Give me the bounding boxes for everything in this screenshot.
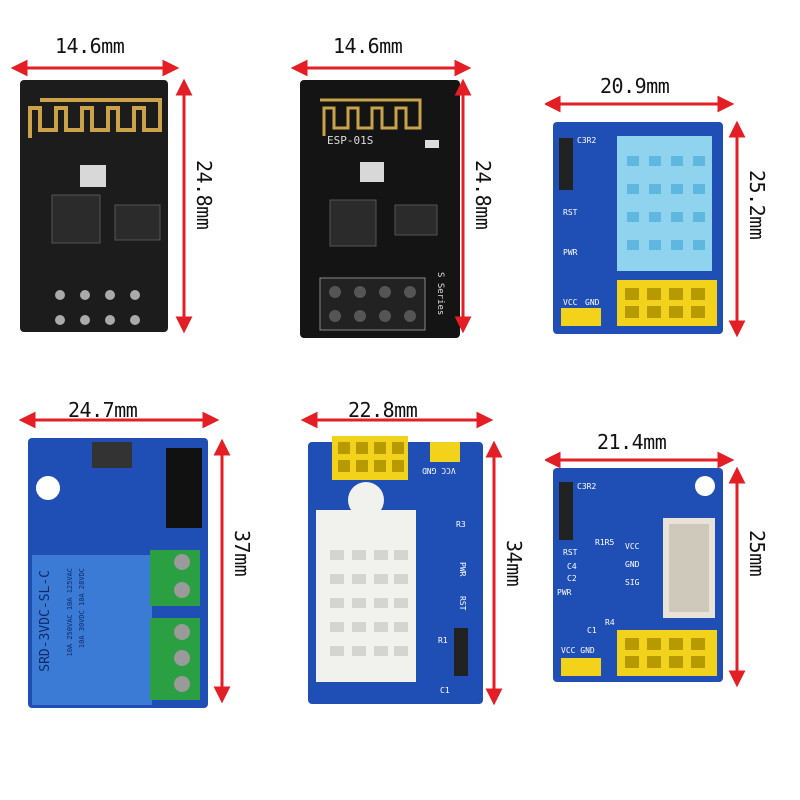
vcc-pin-label: VCC — [625, 542, 640, 551]
width-label: 24.7mm — [68, 398, 138, 422]
pwr-label: PWR — [563, 248, 578, 257]
module-dht22-shield: VCC GND R3 PWR RST R1 C1 22.8mm 34mm — [290, 390, 540, 720]
height-label: 25.2mm — [745, 170, 769, 240]
gnd-pin-label: GND — [625, 560, 640, 569]
relay-module-graphic — [18, 411, 231, 708]
rst-label: RST — [458, 596, 467, 611]
esp01-black-graphic — [10, 59, 193, 334]
pwr-label: PWR — [458, 562, 467, 577]
module-esp01-black: 14.6mm 24.8mm — [0, 0, 260, 360]
module-relay: SRD-3VDC-SL-C 10A 250VAC 10A 125VAC 10A … — [0, 390, 270, 720]
r4-label: R4 — [605, 618, 615, 627]
module-ds18b20-shield: C3R2 R1R5 RST C4 C2 PWR C1 R4 VCC GND VC… — [545, 420, 800, 700]
esp01s-silkscreen: ESP-01S — [327, 134, 374, 147]
module-dht11-shield: C3R2 RST PWR VCC GND 20.9mm 25.2mm — [545, 74, 800, 350]
height-label: 25mm — [745, 530, 769, 577]
height-label: 37mm — [230, 530, 254, 577]
r1r5-label: R1R5 — [595, 538, 615, 547]
rst-label: RST — [563, 208, 578, 217]
height-label: 24.8mm — [192, 160, 216, 230]
width-label: 14.6mm — [333, 34, 403, 58]
gnd-label: GND — [585, 298, 600, 307]
relay-rating-ac: 10A 250VAC 10A 125VAC — [66, 568, 74, 657]
height-label: 34mm — [502, 540, 526, 587]
c2-label: C2 — [567, 574, 577, 583]
r3-label: R3 — [456, 520, 466, 529]
rst-label: RST — [563, 548, 578, 557]
c1-label: C1 — [440, 686, 450, 695]
c4-label: C4 — [567, 562, 577, 571]
vcc-label: VCC — [563, 298, 578, 307]
dht11-shield-graphic — [545, 95, 746, 338]
series-silkscreen: S Series — [435, 272, 445, 316]
c3r2-label: C3R2 — [577, 136, 597, 145]
relay-rating-dc: 10A 30VDC 10A 28VDC — [78, 568, 86, 649]
c3r2-label: C3R2 — [577, 482, 597, 491]
height-label: 24.8mm — [471, 160, 495, 230]
vcc-gnd-label: VCC GND — [422, 466, 456, 475]
sig-pin-label: SIG — [625, 578, 640, 587]
module-esp01s: ESP-01S S Series 14.6mm 24.8mm — [285, 0, 525, 360]
r1-label: R1 — [438, 636, 448, 645]
relay-model-text: SRD-3VDC-SL-C — [38, 570, 53, 672]
width-label: 20.9mm — [600, 74, 670, 98]
width-label: 22.8mm — [348, 398, 418, 422]
ds18b20-shield-graphic — [545, 451, 746, 688]
pwr-label: PWR — [557, 588, 572, 597]
width-label: 21.4mm — [597, 430, 667, 454]
dht22-shield-graphic — [300, 411, 503, 706]
width-label: 14.6mm — [55, 34, 125, 58]
esp01s-graphic — [290, 59, 472, 338]
vcc-gnd-label: VCC GND — [561, 646, 595, 655]
c1-label: C1 — [587, 626, 597, 635]
